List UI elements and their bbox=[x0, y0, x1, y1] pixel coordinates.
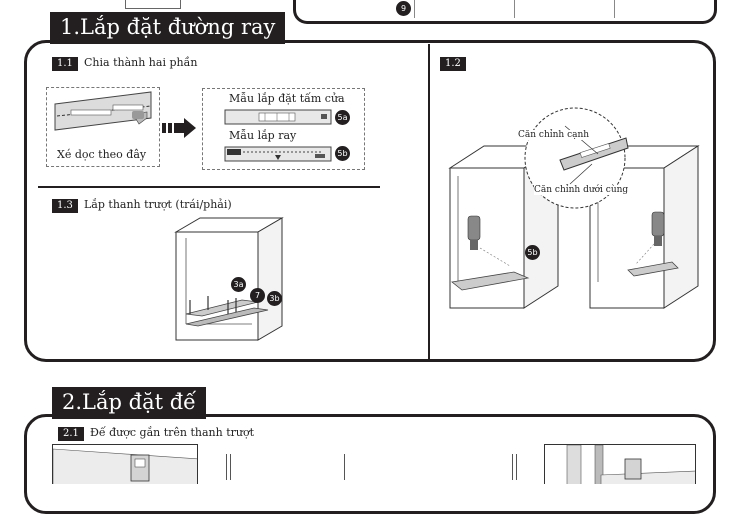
table-divider bbox=[514, 0, 515, 18]
door-template-strip bbox=[224, 109, 332, 125]
screw-tag: 7 bbox=[250, 288, 265, 303]
cabinet-alignment-illustration bbox=[448, 107, 700, 309]
step-2-1-panel-right bbox=[544, 444, 696, 484]
step-divider bbox=[512, 454, 513, 480]
template-tag: 5b bbox=[525, 245, 540, 260]
door-template-label: Mẫu lắp đặt tấm cửa bbox=[229, 92, 345, 105]
table-divider bbox=[414, 0, 415, 18]
door-template-tag: 5a bbox=[335, 110, 350, 125]
step-1-3-caption: Lắp thanh trượt (trái/phải) bbox=[84, 198, 232, 211]
templates-box: Mẫu lắp đặt tấm cửa 5a Mẫu lắp ray 5b bbox=[202, 88, 365, 170]
tear-sheet-illustration bbox=[54, 91, 152, 131]
base-mount-illustration bbox=[53, 448, 197, 484]
section-2-title: 2.Lắp đặt đế bbox=[52, 387, 207, 419]
top-left-fragment bbox=[125, 0, 181, 9]
step-2-1-caption: Đế được gắn trên thanh trượt bbox=[90, 426, 255, 439]
step-divider bbox=[516, 454, 517, 480]
step-divider bbox=[230, 454, 231, 480]
section-1-title: 1.Lắp đặt đường ray bbox=[50, 12, 286, 44]
cabinet-slide-illustration bbox=[174, 217, 284, 341]
step-divider bbox=[344, 454, 345, 480]
step-1-1-badge: 1.1 bbox=[52, 57, 78, 71]
step-divider bbox=[226, 454, 227, 480]
tear-sheet-box: Xé dọc theo đây bbox=[46, 87, 160, 167]
top-table: 9 bbox=[293, 0, 717, 24]
rail-template-label: Mẫu lắp ray bbox=[229, 129, 297, 142]
table-divider bbox=[614, 0, 615, 18]
panel-divider bbox=[428, 44, 430, 360]
slide-tag-b: 3b bbox=[267, 291, 282, 306]
step-1-3-badge: 1.3 bbox=[52, 199, 78, 213]
tear-hand-icon bbox=[132, 111, 144, 119]
base-mount-illustration-right bbox=[566, 445, 695, 484]
align-bottom-label: Căn chỉnh dưới cùng bbox=[534, 185, 629, 195]
rail-template-strip bbox=[224, 146, 332, 162]
section-1-panel bbox=[24, 40, 716, 362]
row-number-badge: 9 bbox=[396, 1, 411, 16]
step-2-1-panel-left bbox=[52, 444, 198, 484]
align-side-label: Căn chỉnh cạnh bbox=[518, 130, 590, 140]
rail-template-tag: 5b bbox=[335, 146, 350, 161]
step-divider bbox=[38, 186, 380, 188]
step-1-1-caption: Chia thành hai phần bbox=[84, 56, 198, 69]
tear-label: Xé dọc theo đây bbox=[57, 148, 147, 161]
slide-tag-a: 3a bbox=[231, 277, 246, 292]
right-arrow-icon bbox=[162, 118, 196, 138]
step-2-1-badge: 2.1 bbox=[58, 427, 84, 441]
step-1-2-badge: 1.2 bbox=[440, 57, 466, 71]
